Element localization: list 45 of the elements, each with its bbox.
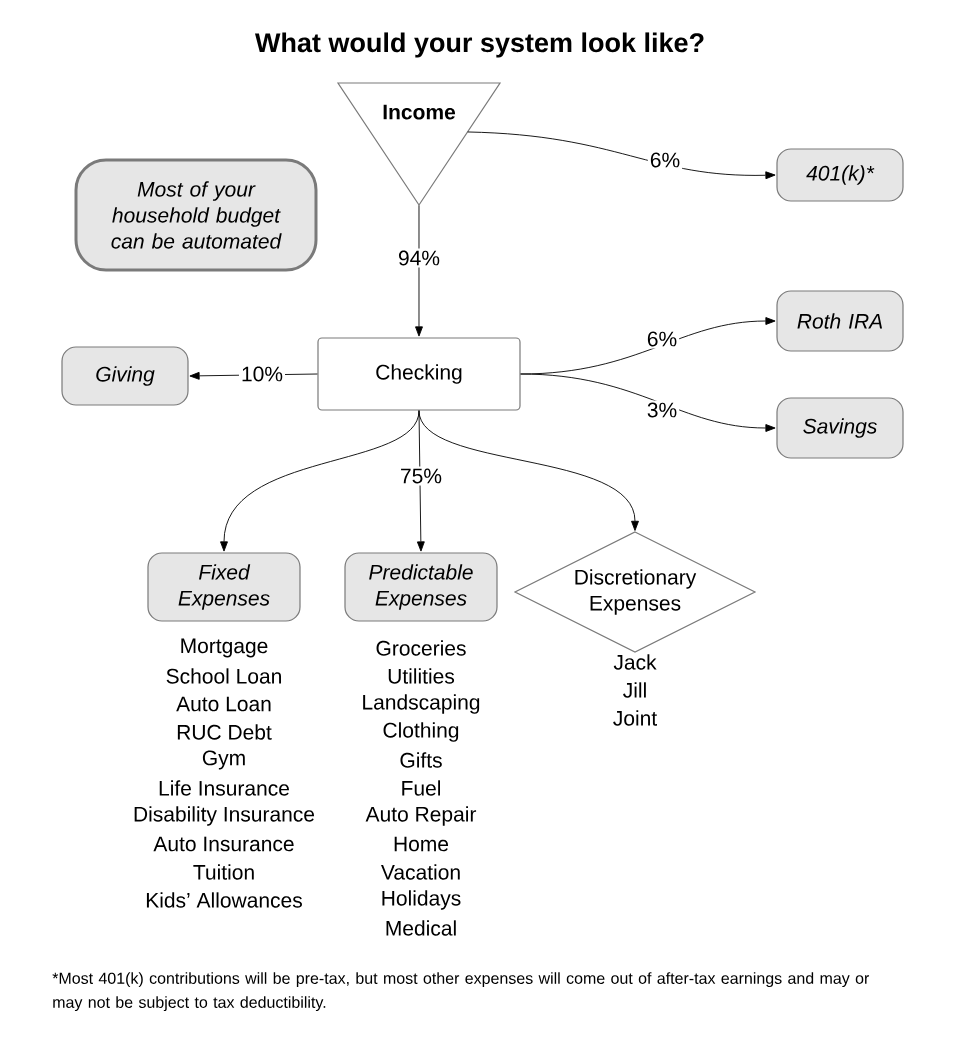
list-item: Auto Insurance bbox=[153, 836, 294, 852]
arrow bbox=[520, 373, 776, 432]
list-item: Home bbox=[394, 836, 449, 852]
arrow bbox=[467, 131, 776, 180]
list-item: Joint bbox=[613, 710, 657, 726]
note-box: Most of your household budget can be automated bbox=[74, 158, 318, 272]
list-item: RUC Debt bbox=[177, 724, 272, 740]
edge-label: 6% bbox=[647, 150, 683, 170]
arrow bbox=[416, 410, 425, 552]
arrow bbox=[418, 410, 639, 531]
list-item: Fuel bbox=[402, 780, 440, 796]
rounded-box: Giving bbox=[61, 346, 189, 406]
process-box: Checking bbox=[317, 337, 521, 411]
rounded-box: Predictable Expenses bbox=[344, 552, 498, 622]
list-item: Landscaping bbox=[363, 694, 480, 714]
list-item: Disability Insurance bbox=[134, 806, 315, 826]
list-item: Gym bbox=[202, 750, 245, 770]
rounded-box: Savings bbox=[776, 397, 904, 459]
title: What would your system look like? bbox=[255, 32, 704, 58]
list-item: School Loan bbox=[166, 668, 281, 684]
rounded-box: 401(k)* bbox=[776, 148, 904, 202]
list-item: Auto Repair bbox=[365, 806, 477, 826]
edge-label: 3% bbox=[644, 400, 680, 420]
list-item: Auto Loan bbox=[176, 696, 271, 712]
list-item: Clothing bbox=[383, 722, 459, 742]
list-item: Jill bbox=[623, 682, 646, 698]
list-item: Kids’ Allowances bbox=[146, 892, 302, 908]
footnote: *Most 401(k) contributions will be pre-tax, but most other expenses will come out of after-tax earnings and may or may not be subject to tax deductibility. bbox=[52, 972, 870, 1012]
list-item: Jack bbox=[613, 654, 657, 670]
list-item: Groceries bbox=[376, 640, 466, 656]
list-item: Utilities bbox=[388, 668, 455, 684]
list-item: Tuition bbox=[193, 864, 254, 880]
list-item: Holidays bbox=[382, 890, 461, 910]
rounded-box: Roth IRA bbox=[776, 290, 904, 352]
edge-label: 6% bbox=[644, 329, 680, 349]
arrow bbox=[415, 204, 423, 337]
rounded-box: Fixed Expenses bbox=[147, 552, 301, 622]
edge-label: 94% bbox=[396, 248, 442, 268]
list-item: Vacation bbox=[381, 864, 460, 880]
list-item: Gifts bbox=[400, 752, 442, 768]
list-item: Mortgage bbox=[181, 638, 268, 658]
list-item: Life Insurance bbox=[159, 780, 289, 796]
edge-label: 75% bbox=[398, 466, 444, 486]
edge-label: 10% bbox=[239, 364, 285, 384]
list-item: Medical bbox=[386, 920, 456, 936]
